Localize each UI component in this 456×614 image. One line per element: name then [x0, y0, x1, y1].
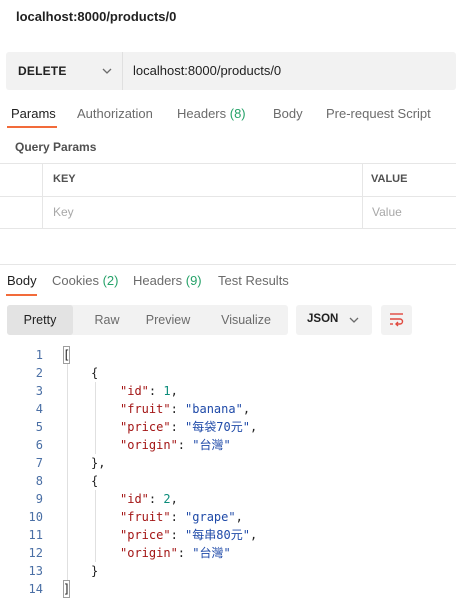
- line-number: 2: [35, 366, 43, 380]
- line-number: 1: [35, 348, 43, 362]
- line-number: 4: [35, 402, 43, 416]
- indent-guide: [95, 490, 96, 562]
- code-text: "fruit": "grape",: [120, 510, 243, 524]
- json-string: "banana": [185, 402, 243, 416]
- line-number: 6: [35, 438, 43, 452]
- value-input[interactable]: Value: [372, 205, 402, 219]
- json-key: "price": [120, 528, 171, 542]
- active-tab-indicator: [7, 126, 57, 128]
- code-text: "price": "每串80元",: [120, 528, 258, 542]
- query-params-label: Query Params: [15, 140, 97, 154]
- tab-response-body[interactable]: Body: [7, 273, 37, 288]
- wrap-lines-icon: [390, 313, 404, 327]
- line-number: 7: [35, 456, 43, 470]
- code-text: "price": "每袋70元",: [120, 420, 258, 434]
- indent-guide: [95, 382, 96, 454]
- request-title: localhost:8000/products/0: [16, 9, 177, 24]
- code-text: {: [91, 366, 99, 380]
- view-pretty[interactable]: Pretty: [7, 305, 73, 335]
- tab-headers[interactable]: Headers (8): [177, 106, 246, 121]
- line-number: 11: [28, 528, 43, 542]
- format-select[interactable]: JSON: [296, 305, 372, 335]
- line-number: 5: [35, 420, 43, 434]
- tab-body[interactable]: Body: [273, 106, 303, 121]
- indent-guide: [67, 364, 68, 580]
- headers-count: (8): [229, 106, 246, 121]
- table-col-divider: [362, 163, 363, 229]
- code-text: {: [91, 474, 99, 488]
- query-params-table: KEY VALUE Key Value: [0, 163, 456, 229]
- view-raw[interactable]: Raw: [94, 313, 120, 327]
- tab-headers-label: Headers: [177, 106, 230, 121]
- value-column-header: VALUE: [371, 173, 408, 185]
- tab-response-headers-label: Headers: [133, 273, 186, 288]
- code-text: "origin": "台灣": [120, 438, 231, 452]
- chevron-down-icon: [349, 317, 359, 323]
- json-string: "台灣": [192, 438, 231, 452]
- json-number: 1: [163, 384, 171, 398]
- json-string: "每串80元": [185, 528, 250, 542]
- json-key: "id": [120, 492, 149, 506]
- code-text: },: [91, 456, 106, 470]
- table-border-bottom: [0, 228, 456, 229]
- key-input[interactable]: Key: [53, 205, 74, 219]
- json-string: "台灣": [192, 546, 231, 560]
- json-key: "origin": [120, 546, 178, 560]
- table-row-divider: [0, 196, 456, 197]
- code-text: [: [63, 346, 71, 364]
- code-text: "id": 2,: [120, 492, 178, 506]
- response-divider: [0, 264, 456, 265]
- json-string: "grape": [185, 510, 236, 524]
- view-mode-toggle: Pretty Raw Preview Visualize: [7, 305, 288, 335]
- code-text: }: [91, 564, 99, 578]
- code-text: "origin": "台灣": [120, 546, 231, 560]
- line-number: 12: [28, 546, 43, 560]
- format-label: JSON: [307, 313, 339, 325]
- view-preview[interactable]: Preview: [145, 313, 191, 327]
- code-text: ]: [63, 580, 71, 598]
- url-input[interactable]: localhost:8000/products/0: [133, 63, 282, 78]
- key-column-header: KEY: [53, 173, 76, 185]
- tab-test-results[interactable]: Test Results: [218, 273, 289, 288]
- json-key: "id": [120, 384, 149, 398]
- view-visualize[interactable]: Visualize: [221, 313, 271, 327]
- chevron-down-icon: [102, 68, 112, 74]
- url-bar: DELETE localhost:8000/products/0: [6, 52, 456, 90]
- line-number: 10: [28, 510, 43, 524]
- json-string: "每袋70元": [185, 420, 250, 434]
- json-key: "fruit": [120, 510, 171, 524]
- line-number: 13: [28, 564, 43, 578]
- wrap-lines-button[interactable]: [381, 305, 412, 335]
- cookies-count: (2): [102, 273, 119, 288]
- code-text: "fruit": "banana",: [120, 402, 251, 416]
- tab-response-headers[interactable]: Headers (9): [133, 273, 202, 288]
- tab-cookies[interactable]: Cookies (2): [52, 273, 118, 288]
- tab-authorization[interactable]: Authorization: [77, 106, 153, 121]
- json-number: 2: [163, 492, 171, 506]
- line-number: 14: [28, 582, 43, 596]
- method-select[interactable]: DELETE: [6, 52, 123, 90]
- line-number: 9: [35, 492, 43, 506]
- json-key: "origin": [120, 438, 178, 452]
- table-col-divider: [42, 163, 43, 229]
- method-label: DELETE: [18, 64, 67, 78]
- line-number: 3: [35, 384, 43, 398]
- table-border-top: [0, 163, 456, 164]
- active-tab-indicator: [6, 294, 37, 296]
- response-headers-count: (9): [185, 273, 202, 288]
- tab-pre-request-script[interactable]: Pre-request Script: [326, 106, 431, 121]
- tab-params[interactable]: Params: [11, 106, 56, 121]
- json-key: "fruit": [120, 402, 171, 416]
- line-number: 8: [35, 474, 43, 488]
- json-key: "price": [120, 420, 171, 434]
- code-text: "id": 1,: [120, 384, 178, 398]
- response-tabs: Body Cookies (2) Headers (9) Test Result…: [0, 273, 456, 299]
- request-tabs: Params Authorization Headers (8) Body Pr…: [0, 106, 456, 132]
- tab-cookies-label: Cookies: [52, 273, 103, 288]
